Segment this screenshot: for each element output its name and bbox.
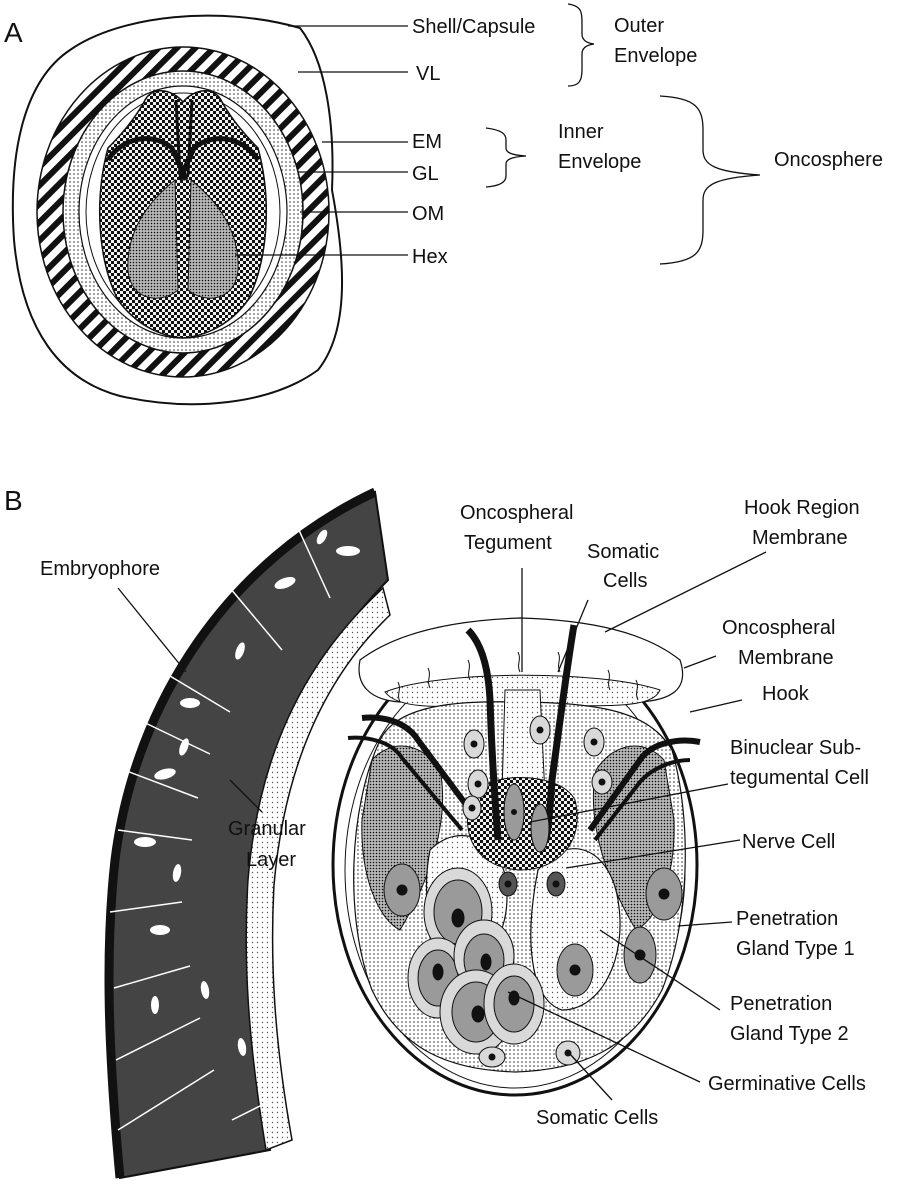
sensory-cilia [397, 651, 639, 703]
germinative-cells [407, 867, 545, 1055]
panel-b: B [4, 485, 869, 1180]
label-tegument-line2: Tegument [464, 532, 552, 554]
label-hex: Hex [412, 246, 448, 268]
label-hook-region-line1: Hook Region [744, 497, 860, 519]
label-binuclear-line1: Binuclear Sub- [730, 737, 861, 759]
inner-envelope-bracket [485, 127, 527, 188]
label-granular-line2: Layer [246, 849, 296, 871]
outer-envelope-bracket [567, 3, 595, 87]
label-pg1-line2: Gland Type 1 [736, 938, 855, 960]
label-pg2-line2: Gland Type 2 [730, 1023, 849, 1045]
somatic-cells-bottom [478, 1040, 581, 1068]
group-oncosphere: Oncosphere [774, 149, 883, 171]
embryophore-nuclei [134, 529, 360, 1124]
label-somatic-top-line1: Somatic [587, 541, 659, 563]
hook-right [177, 136, 261, 181]
label-embryophore: Embryophore [40, 558, 160, 580]
hook-center [174, 99, 194, 176]
label-pg1-line1: Penetration [736, 908, 838, 930]
label-gl: GL [412, 163, 439, 185]
label-shell-capsule: Shell/Capsule [412, 16, 535, 38]
gland-lobe-right [187, 178, 239, 299]
granular-layer-band [245, 586, 391, 1152]
label-om: OM [412, 203, 444, 225]
somatic-cells-top [462, 715, 613, 853]
label-germinative-cells: Germinative Cells [708, 1073, 866, 1095]
hook-left [105, 136, 189, 181]
label-granular-line1: Granular [228, 818, 306, 840]
label-hook-region-line2: Membrane [752, 527, 848, 549]
label-pg2-line1: Penetration [730, 993, 832, 1015]
label-tegument-line1: Oncospheral [460, 502, 573, 524]
group-inner-line2: Envelope [558, 151, 641, 173]
label-nerve-cell: Nerve Cell [742, 831, 835, 853]
label-somatic-top-line2: Cells [603, 570, 647, 592]
group-outer-line1: Outer [614, 15, 664, 37]
panel-a-letter: A [4, 17, 23, 48]
group-outer-line2: Envelope [614, 45, 697, 67]
embryophore-blocks [109, 527, 331, 1131]
label-em: EM [412, 131, 442, 153]
gland-type-1-cells [383, 863, 683, 997]
panel-a-leaders [235, 25, 408, 256]
label-vl: VL [416, 63, 440, 85]
gland-lobe-left [127, 178, 179, 299]
label-somatic-bottom: Somatic Cells [536, 1107, 658, 1129]
label-binuclear-line2: tegumental Cell [730, 767, 869, 789]
oncosphere-bracket [659, 95, 761, 265]
label-onco-membrane-line1: Oncospheral [722, 617, 835, 639]
group-inner-line1: Inner [558, 121, 604, 143]
panel-a: A Shell/Capsule [4, 3, 883, 406]
label-hook: Hook [762, 683, 810, 705]
panel-b-leaders [117, 551, 767, 1101]
panel-b-letter: B [4, 485, 23, 516]
nerve-cells [498, 871, 566, 897]
embryophore-outer-edge [104, 487, 377, 1179]
label-onco-membrane-line2: Membrane [738, 647, 834, 669]
